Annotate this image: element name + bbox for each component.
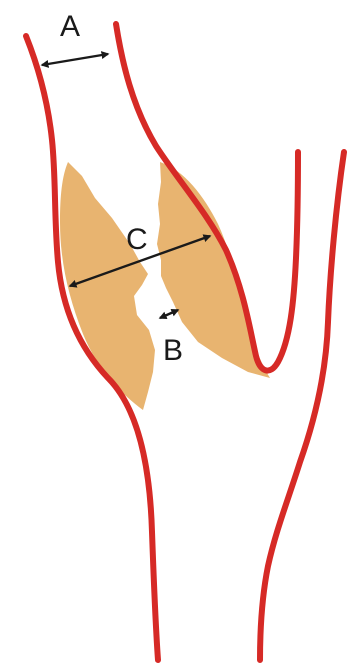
label-b: B xyxy=(163,334,183,367)
vessel-wall-outer-right xyxy=(260,152,344,660)
label-c: C xyxy=(126,223,148,256)
arrow-a xyxy=(42,54,108,65)
label-a: A xyxy=(60,10,80,43)
plaque-left xyxy=(60,162,155,410)
arrow-b xyxy=(160,310,178,318)
